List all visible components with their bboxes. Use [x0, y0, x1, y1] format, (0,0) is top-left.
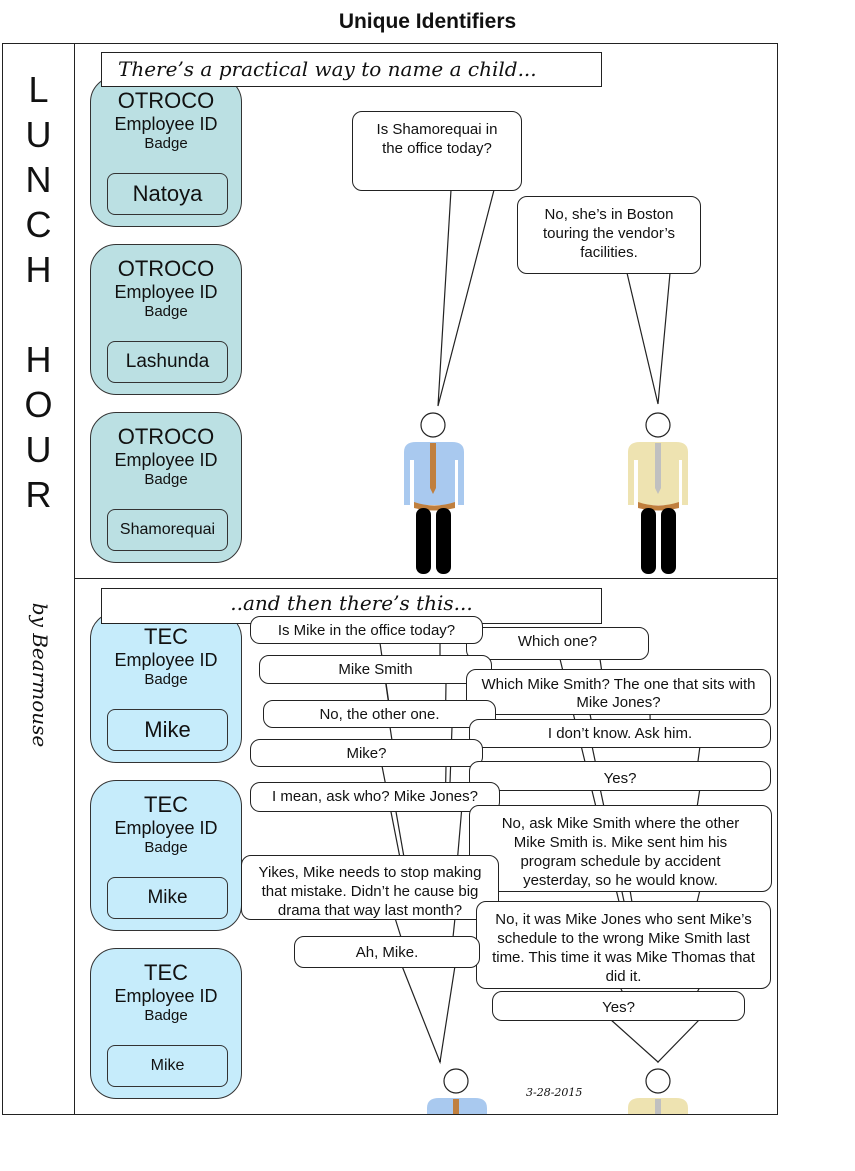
- comic-frame: [2, 43, 778, 1115]
- badge-name: Mike: [107, 709, 228, 751]
- badge-org: TEC: [144, 960, 188, 985]
- sidebar-letter: C: [25, 204, 52, 245]
- sidebar: L U N C H H O U R by Bearmouse: [2, 43, 75, 1115]
- person-tie: [655, 443, 661, 494]
- person-tie: [453, 1099, 459, 1114]
- speech-bubble: Mike?: [250, 739, 483, 767]
- person-leg: [416, 508, 431, 574]
- sidebar-letter: O: [24, 384, 53, 425]
- badge-name: Shamorequai: [107, 509, 228, 551]
- speech-bubble: No, she’s in Boston touring the vendor’s…: [517, 196, 701, 274]
- badge-type: Badge: [144, 135, 188, 152]
- sidebar-letter: R: [25, 474, 52, 515]
- badge-type: Badge: [144, 671, 188, 688]
- badge-card: TEC Employee ID Badge Mike: [90, 948, 242, 1099]
- badge-label: Employee ID: [114, 818, 218, 838]
- badge-label: Employee ID: [114, 282, 218, 302]
- person-head: [443, 1068, 469, 1094]
- person-head: [645, 1068, 671, 1094]
- badge-org: TEC: [144, 792, 188, 817]
- badge-card: OTROCO Employee ID Badge Shamorequai: [90, 412, 242, 563]
- comic-title: Unique Identifiers: [338, 10, 517, 33]
- badge-org: TEC: [144, 624, 188, 649]
- speech-bubble: No, the other one.: [263, 700, 496, 728]
- comic-date: 3-28-2015: [526, 1086, 583, 1099]
- badge-type: Badge: [144, 1007, 188, 1024]
- badge-card: OTROCO Employee ID Badge Natoya: [90, 76, 242, 227]
- sidebar-letter: H: [25, 339, 52, 380]
- badge-type: Badge: [144, 303, 188, 320]
- speech-bubble: Which one?: [466, 627, 649, 660]
- sidebar-letter: U: [25, 114, 52, 155]
- speech-bubble: Is Shamorequai in the office today?: [352, 111, 522, 191]
- badge-label: Employee ID: [114, 986, 218, 1006]
- speech-bubble: Mike Smith: [259, 655, 492, 684]
- badge-org: OTROCO: [117, 256, 215, 281]
- person-blue-shirt: [404, 412, 464, 574]
- badge-type: Badge: [144, 839, 188, 856]
- person-tan-shirt: [628, 412, 688, 574]
- person-tie: [430, 443, 436, 494]
- byline: by Bearmouse: [28, 602, 52, 748]
- person-tie: [655, 1099, 661, 1114]
- speech-bubble: No, it was Mike Jones who sent Mike’s sc…: [476, 901, 771, 989]
- badge-card: TEC Employee ID Badge Mike: [90, 780, 242, 931]
- speech-bubble: I don’t know. Ask him.: [469, 719, 771, 748]
- badge-label: Employee ID: [114, 114, 218, 134]
- speech-bubble: Ah, Mike.: [294, 936, 480, 968]
- sidebar-letter: U: [25, 429, 52, 470]
- badge-org: OTROCO: [117, 424, 215, 449]
- badge-name: Mike: [107, 1045, 228, 1087]
- sidebar-title: L U N C H H O U R: [2, 67, 75, 517]
- badge-card: TEC Employee ID Badge Mike: [90, 612, 242, 763]
- badge-label: Employee ID: [114, 450, 218, 470]
- sidebar-letter: [2, 292, 75, 337]
- speech-bubble: Yes?: [492, 991, 745, 1021]
- panel-divider: [75, 578, 778, 579]
- speech-bubble: Which Mike Smith? The one that sits with…: [466, 669, 771, 715]
- speech-bubble: Yikes, Mike needs to stop making that mi…: [241, 855, 499, 920]
- badge-org: OTROCO: [117, 88, 215, 113]
- person-leg: [641, 508, 656, 574]
- sidebar-letter: H: [25, 249, 52, 290]
- speech-bubble: Yes?: [469, 761, 771, 791]
- badge-card: OTROCO Employee ID Badge Lashunda: [90, 244, 242, 395]
- sidebar-letter: N: [25, 159, 52, 200]
- panel1-caption: There’s a practical way to name a child.…: [101, 52, 602, 87]
- person-blue-shirt: [427, 1068, 487, 1114]
- person-tan-shirt: [628, 1068, 688, 1114]
- badge-name: Natoya: [107, 173, 228, 215]
- sidebar-letter: L: [28, 69, 49, 110]
- badge-name: Lashunda: [107, 341, 228, 383]
- person-head: [645, 412, 671, 438]
- badge-label: Employee ID: [114, 650, 218, 670]
- person-leg: [436, 508, 451, 574]
- badge-type: Badge: [144, 471, 188, 488]
- speech-bubble: No, ask Mike Smith where the other Mike …: [469, 805, 772, 892]
- speech-bubble: I mean, ask who? Mike Jones?: [250, 782, 500, 812]
- person-leg: [661, 508, 676, 574]
- badge-name: Mike: [107, 877, 228, 919]
- person-head: [420, 412, 446, 438]
- speech-bubble: Is Mike in the office today?: [250, 616, 483, 644]
